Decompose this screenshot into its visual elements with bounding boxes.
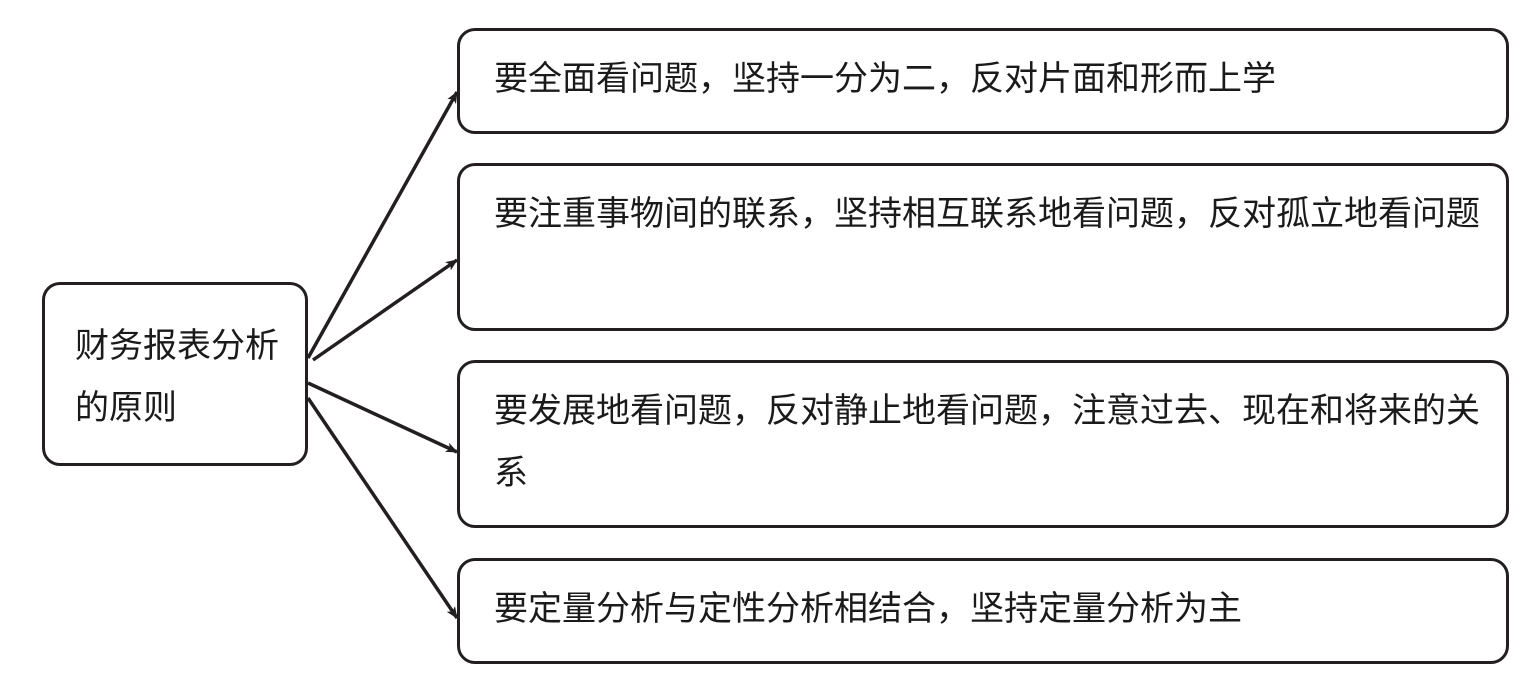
principle-node-1: 要全面看问题，坚持一分为二，反对片面和形而上学: [457, 28, 1509, 134]
root-node-label: 财务报表分析的原则: [75, 326, 279, 428]
root-node: 财务报表分析的原则: [42, 282, 308, 466]
principle-node-label: 要注重事物间的联系，坚持相互联系地看问题，反对孤立地看问题: [494, 194, 1480, 234]
arrow-to-principle-2: [312, 258, 458, 362]
arrow-to-principle-4: [306, 397, 459, 619]
principle-node-label: 要定量分析与定性分析相结合，坚持定量分析为主: [494, 589, 1242, 629]
principle-node-2: 要注重事物间的联系，坚持相互联系地看问题，反对孤立地看问题: [457, 163, 1509, 331]
principle-node-4: 要定量分析与定性分析相结合，坚持定量分析为主: [457, 558, 1509, 664]
principle-node-label: 要全面看问题，坚持一分为二，反对片面和形而上学: [494, 59, 1276, 99]
arrow-to-principle-1: [306, 91, 459, 359]
arrow-to-principle-3: [307, 381, 458, 454]
principle-node-3: 要发展地看问题，反对静止地看问题，注意过去、现在和将来的关系: [457, 360, 1509, 528]
principle-node-label: 要发展地看问题，反对静止地看问题，注意过去、现在和将来的关系: [494, 391, 1480, 493]
